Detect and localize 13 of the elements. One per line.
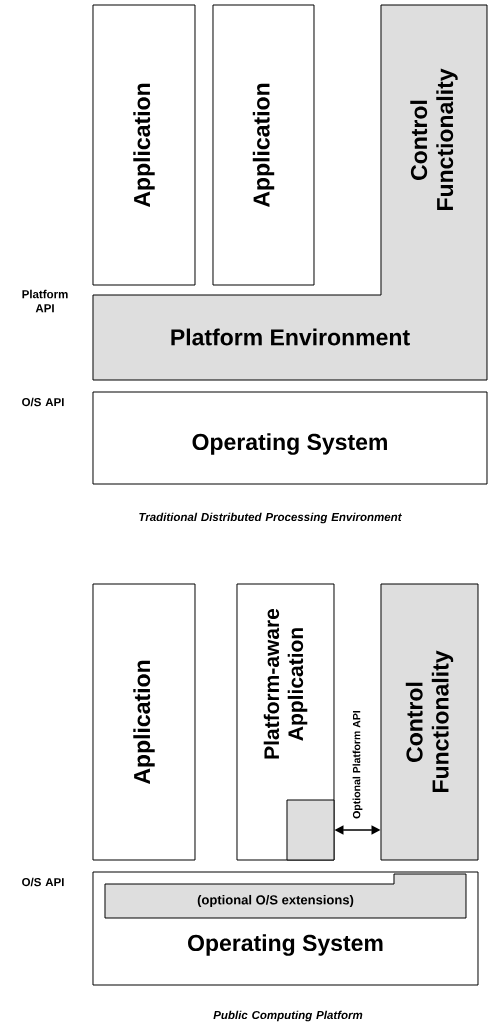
caption: Traditional Distributed Processing Environment	[139, 512, 402, 524]
caption: Public Computing Platform	[213, 1010, 363, 1022]
api-label: O/S API	[22, 877, 64, 887]
layer-box: Application	[212, 4, 315, 286]
layer-box: Application	[92, 4, 196, 286]
shaded-box: Control Functionality	[380, 583, 479, 861]
layer-box: Operating System	[92, 391, 488, 485]
layer-box: Application	[92, 583, 196, 861]
api-label: Platform API	[22, 289, 68, 313]
api-label: O/S API	[22, 397, 64, 407]
shaded-box	[286, 799, 335, 861]
shaded-panel: (optional O/S extensions)	[104, 873, 467, 919]
edge-label: Optional Platform API	[352, 711, 363, 819]
